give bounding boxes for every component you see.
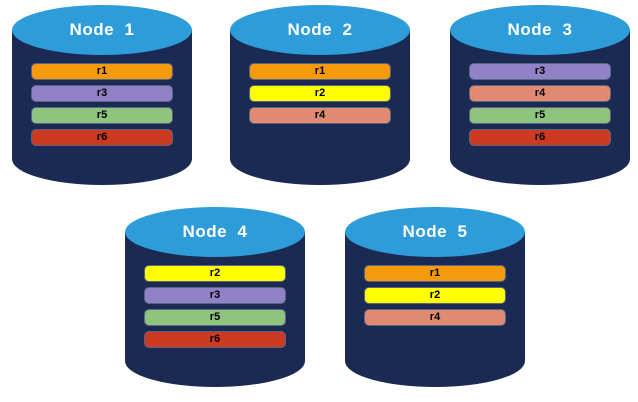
cylinder-body (450, 30, 630, 185)
replica-bar[interactable]: r3 (145, 288, 285, 303)
replica-bar[interactable]: r5 (32, 108, 172, 123)
node-cylinder-5[interactable]: Node 5 r1 r2 r4 (345, 207, 525, 387)
replica-bar[interactable]: r4 (470, 86, 610, 101)
replica-bar[interactable]: r2 (365, 288, 505, 303)
node-label: Node 4 (182, 222, 248, 241)
replica-list: r1 r3 r5 r6 (32, 64, 172, 145)
replica-list: r3 r4 r5 r6 (470, 64, 610, 145)
node-cylinder-4[interactable]: Node 4 r2 r3 r5 r6 (125, 207, 305, 387)
replica-list: r1 r2 r4 (250, 64, 390, 123)
cylinder-body (230, 30, 410, 185)
node-cylinder-2[interactable]: Node 2 r1 r2 r4 (230, 5, 410, 185)
replica-bar[interactable]: r1 (32, 64, 172, 79)
replica-bar[interactable]: r1 (365, 266, 505, 281)
node-cylinder-1[interactable]: Node 1 r1 r3 r5 r6 (12, 5, 192, 185)
replica-list: r2 r3 r5 r6 (145, 266, 285, 347)
cylinder-body (12, 30, 192, 185)
replica-bar[interactable]: r6 (32, 130, 172, 145)
cylinder-top-ellipse (450, 5, 630, 55)
replica-bar[interactable]: r3 (32, 86, 172, 101)
replica-bar[interactable]: r6 (145, 332, 285, 347)
cylinder-top-ellipse (230, 5, 410, 55)
replica-bar[interactable]: r2 (250, 86, 390, 101)
cylinder-top-ellipse (125, 207, 305, 257)
node-label: Node 5 (402, 222, 468, 241)
node-cylinder-3[interactable]: Node 3 r3 r4 r5 r6 (450, 5, 630, 185)
node-label: Node 3 (507, 20, 573, 39)
replica-bar[interactable]: r3 (470, 64, 610, 79)
cylinder-body (345, 232, 525, 387)
cylinder-top-ellipse (12, 5, 192, 55)
replica-bar[interactable]: r6 (470, 130, 610, 145)
cylinder-body (125, 232, 305, 387)
replica-bar[interactable]: r2 (145, 266, 285, 281)
node-label: Node 1 (69, 20, 135, 39)
replica-bar[interactable]: r1 (250, 64, 390, 79)
node-label: Node 2 (287, 20, 353, 39)
replica-bar[interactable]: r4 (365, 310, 505, 325)
replica-bar[interactable]: r5 (145, 310, 285, 325)
replica-bar[interactable]: r4 (250, 108, 390, 123)
replica-bar[interactable]: r5 (470, 108, 610, 123)
replica-list: r1 r2 r4 (365, 266, 505, 325)
cylinder-top-ellipse (345, 207, 525, 257)
